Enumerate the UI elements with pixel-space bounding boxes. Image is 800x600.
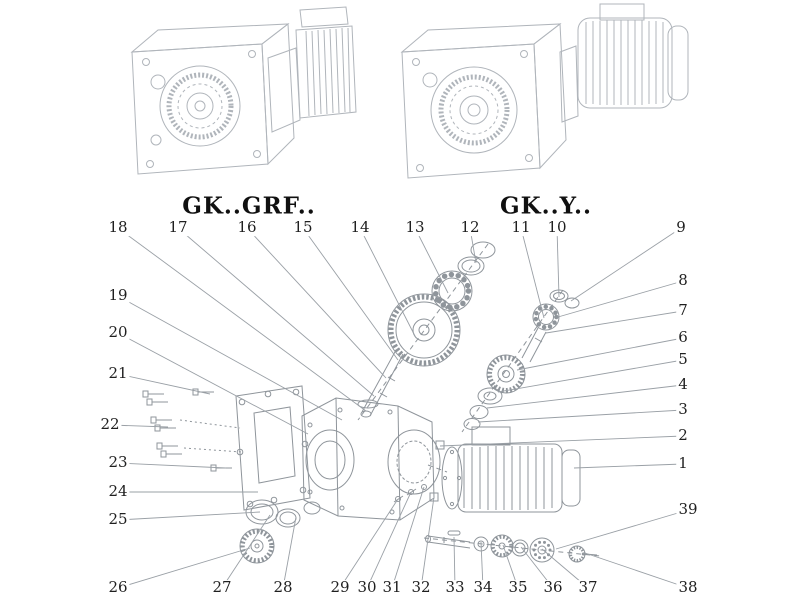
- assembled-gearbox-grf: [130, 6, 357, 175]
- title-gk-y: GK..Y..: [499, 192, 593, 220]
- assembled-gearbox-y: [400, 3, 689, 179]
- mounting-bolts: [142, 388, 243, 472]
- housing-screws: [393, 440, 445, 503]
- small-parts-row: [425, 530, 598, 563]
- electric-motor: [441, 426, 581, 513]
- input-shaft-assembly: [463, 289, 580, 430]
- exploded-view: [142, 241, 601, 564]
- axis-lines: [357, 243, 601, 557]
- output-gear-and-bearing: [387, 241, 496, 367]
- bottom-left-parts: [239, 499, 321, 564]
- title-gk-grf: GK..GRF..: [182, 192, 316, 220]
- flange-plate: [235, 385, 311, 511]
